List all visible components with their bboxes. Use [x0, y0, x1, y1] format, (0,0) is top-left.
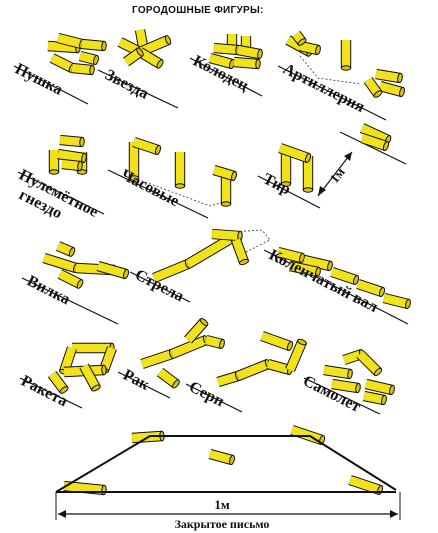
figure-label-raketa: Ракета [18, 372, 70, 410]
stick-4 [71, 62, 95, 76]
stick-73 [356, 350, 383, 377]
stick-51 [356, 279, 386, 298]
stick-60 [140, 348, 176, 369]
stick-28 [61, 158, 83, 172]
stick-13 [213, 42, 241, 56]
sentries-guide [133, 177, 231, 207]
stick-48 [276, 246, 305, 264]
figure-label-chasovye: Часовые [118, 166, 182, 210]
closed-letter-figure: 1м Закрытое письмо [55, 435, 401, 531]
stick-44 [152, 259, 192, 283]
stick-71 [331, 378, 361, 394]
stick-68 [285, 338, 307, 373]
tir-distance-marker: 1м [317, 151, 353, 197]
stick-59 [79, 363, 101, 392]
figure-label-zvezda: Звезда [102, 66, 151, 102]
stick-38 [360, 133, 390, 152]
stick-29 [128, 142, 140, 181]
stick-42 [55, 241, 76, 257]
stick-23 [363, 76, 383, 98]
stick-33 [212, 165, 238, 182]
artillery-guide [299, 55, 361, 85]
sticks-layer [42, 29, 411, 496]
letter-distance-label: 1м [214, 497, 230, 512]
stick-18 [298, 40, 321, 56]
stick-27 [59, 134, 85, 148]
stick-62 [204, 334, 225, 350]
stick-21 [375, 68, 403, 84]
stick-10 [122, 47, 144, 67]
stick-64 [156, 367, 180, 389]
stick-19 [291, 30, 307, 46]
stick-74 [364, 378, 395, 396]
stick-52 [382, 292, 411, 310]
stick-36 [278, 143, 312, 163]
stick-43 [96, 261, 129, 280]
stick-20 [340, 40, 352, 71]
stick-16 [233, 56, 261, 70]
stick-50 [330, 267, 360, 286]
stick-63 [184, 317, 209, 344]
stick-30 [174, 152, 186, 189]
tir-distance-label: 1м [327, 164, 348, 185]
bottom-caption: Закрытое письмо [175, 517, 270, 531]
page-title: ГОРОДОШНЫЕ ФИГУРЫ: [132, 5, 264, 16]
stick-69 [260, 331, 294, 351]
stick-32 [132, 137, 162, 156]
stick-46 [211, 228, 243, 242]
figure-label-samolet: Самолет [300, 372, 363, 415]
stick-5 [78, 50, 99, 66]
stick-26 [57, 148, 87, 164]
stick-75 [362, 390, 387, 406]
stick-47 [231, 238, 249, 266]
stick-53 [288, 260, 321, 278]
stick-41 [57, 269, 84, 289]
ground-lines [13, 57, 409, 415]
stick-2 [81, 38, 107, 52]
stick-14 [237, 44, 263, 60]
stick-15 [208, 52, 235, 70]
stick-66 [236, 359, 272, 381]
stick-22 [378, 80, 405, 98]
figure-label-artilleriya: Артиллерия [280, 60, 367, 116]
stick-58 [47, 370, 69, 394]
stick-24 [48, 150, 60, 175]
arrow-guide [231, 229, 271, 253]
stick-49 [302, 254, 333, 272]
stick-70 [323, 364, 353, 380]
figure-label-rak: Рак [120, 366, 152, 394]
stick-78 [208, 448, 235, 466]
stick-79 [63, 480, 107, 496]
